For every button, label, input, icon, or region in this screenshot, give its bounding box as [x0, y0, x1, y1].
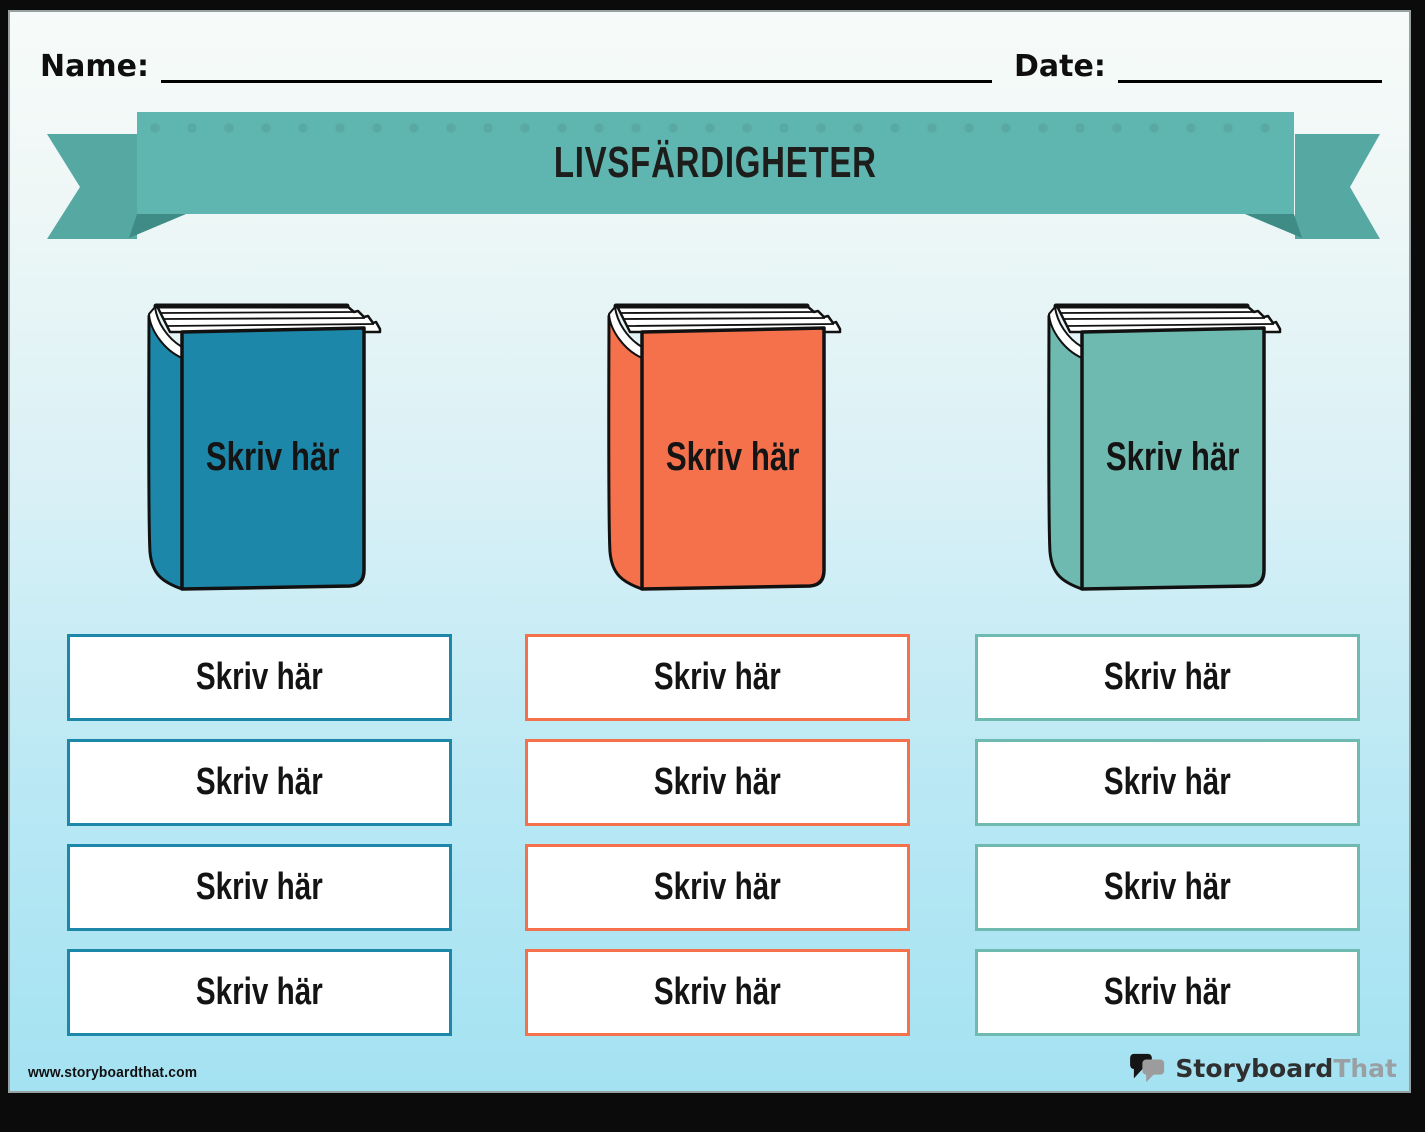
answer-box[interactable]: Skriv här [975, 634, 1360, 721]
logo-text-that: That [1333, 1053, 1397, 1083]
date-label: Date: [1014, 49, 1106, 84]
book-blue: Skriv här [142, 302, 382, 597]
answer-box[interactable]: Skriv här [525, 634, 910, 721]
book-title-field[interactable]: Skriv här [1106, 435, 1240, 479]
book-illustration [1047, 303, 1282, 591]
book-illustration [607, 303, 842, 591]
answer-box[interactable]: Skriv här [67, 634, 452, 721]
date-field: Date: [1014, 42, 1382, 83]
site-url: www.storyboardthat.com [28, 1064, 198, 1081]
answer-box[interactable]: Skriv här [67, 739, 452, 826]
answer-box[interactable]: Skriv här [975, 739, 1360, 826]
answer-box[interactable]: Skriv här [975, 844, 1360, 931]
answer-box[interactable]: Skriv här [67, 844, 452, 931]
speech-bubbles-icon [1130, 1053, 1165, 1083]
book-teal: Skriv här [1042, 302, 1282, 597]
book-illustration [147, 303, 382, 591]
answer-box[interactable]: Skriv här [525, 844, 910, 931]
answer-column-teal: Skriv här Skriv här Skriv här Skriv här [975, 634, 1360, 1054]
answer-box[interactable]: Skriv här [975, 949, 1360, 1036]
worksheet-page: Name: Date: LIVSFÄRDIGHETER Skriv här [8, 10, 1411, 1093]
book-title-field[interactable]: Skriv här [666, 435, 800, 479]
answer-column-orange: Skriv här Skriv här Skriv här Skriv här [525, 634, 910, 1054]
answer-box[interactable]: Skriv här [67, 949, 452, 1036]
date-line[interactable] [1117, 42, 1382, 83]
name-label: Name: [40, 49, 149, 84]
answer-box[interactable]: Skriv här [525, 949, 910, 1036]
answer-box[interactable]: Skriv här [525, 739, 910, 826]
name-line[interactable] [160, 42, 992, 83]
book-orange: Skriv här [602, 302, 842, 597]
answer-column-blue: Skriv här Skriv här Skriv här Skriv här [67, 634, 452, 1054]
logo-text-storyboard: Storyboard [1175, 1053, 1334, 1083]
name-field: Name: [40, 42, 992, 83]
page-title: LIVSFÄRDIGHETER [554, 138, 877, 187]
book-title-field[interactable]: Skriv här [206, 435, 340, 479]
ribbon-tails [47, 134, 1380, 239]
title-banner: LIVSFÄRDIGHETER [137, 112, 1294, 214]
